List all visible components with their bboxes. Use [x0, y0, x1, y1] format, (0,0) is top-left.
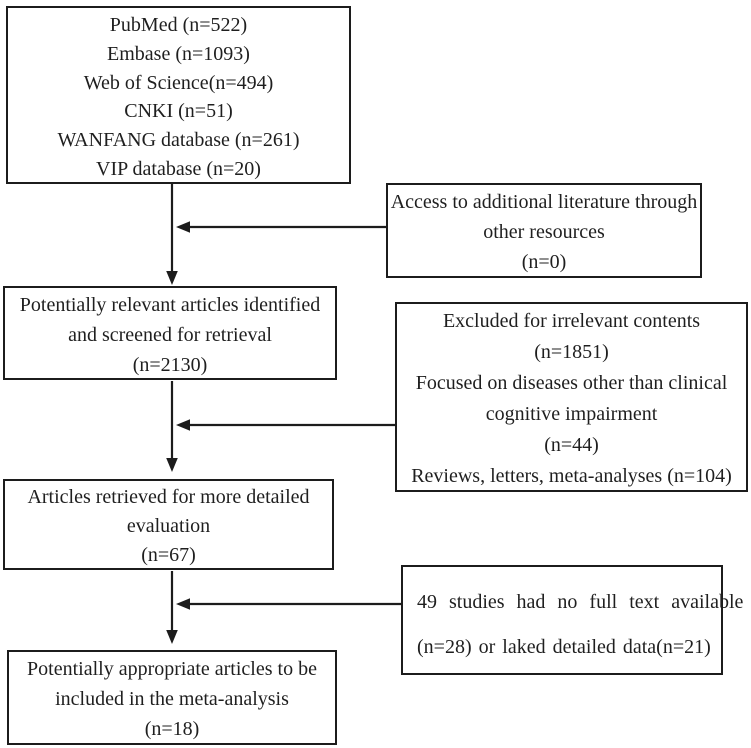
arrow-left-icon — [176, 419, 395, 431]
box-identified-screened: Potentially relevant articles identified… — [3, 286, 337, 380]
box-text-line: Articles retrieved for more detailed — [27, 486, 310, 508]
box-text-line: 49 studies had no full text available — [417, 591, 744, 613]
source-line: CNKI (n=51) — [124, 100, 233, 123]
box-detailed-evaluation: Articles retrieved for more detailed eva… — [3, 479, 334, 570]
box-text-line: (n=28) or laked detailed data(n=21) — [417, 636, 711, 658]
source-line: WANFANG database (n=261) — [57, 129, 300, 152]
box-excluded-reasons: Excluded for irrelevant contents (n=1851… — [395, 302, 748, 492]
box-text-line: (n=67) — [141, 544, 196, 566]
box-text-line: (n=18) — [144, 718, 200, 740]
box-text-line: evaluation — [126, 515, 211, 537]
box-no-fulltext: 49 studies had no full text available (n… — [401, 565, 744, 675]
box-text-line: other resources — [483, 221, 605, 243]
source-line: Web of Science(n=494) — [83, 71, 274, 94]
box-text-line: Reviews, letters, meta-analyses (n=104) — [411, 465, 732, 487]
box-text-line: (n=1851) — [534, 341, 609, 363]
box-text-line: Access to additional literature through — [390, 191, 698, 213]
arrow-down-icon — [166, 381, 178, 472]
box-text-line: (n=0) — [521, 251, 567, 273]
box-additional-literature: Access to additional literature through … — [386, 183, 702, 278]
box-text-line: Potentially appropriate articles to be — [27, 658, 317, 680]
box-text-line: (n=44) — [544, 434, 599, 456]
box-text-line: included in the meta-analysis — [55, 688, 289, 710]
source-line: VIP database (n=20) — [96, 157, 261, 180]
box-database-sources: PubMed (n=522) Embase (n=1093) Web of Sc… — [6, 6, 351, 184]
source-line: PubMed (n=522) — [109, 14, 248, 36]
arrow-down-icon — [166, 571, 178, 644]
box-text-line: Potentially relevant articles identified — [19, 294, 321, 316]
box-text-line: (n=2130) — [132, 354, 208, 376]
box-included-meta-analysis: Potentially appropriate articles to be i… — [7, 650, 337, 745]
arrow-left-icon — [176, 598, 401, 610]
box-text-line: cognitive impairment — [485, 403, 658, 425]
arrow-left-icon — [176, 221, 386, 233]
box-text-line: Excluded for irrelevant contents — [442, 310, 701, 332]
box-text-line: Focused on diseases other than clinical — [415, 372, 728, 394]
arrow-down-icon — [166, 184, 178, 285]
box-text-line: and screened for retrieval — [68, 324, 272, 346]
source-line: Embase (n=1093) — [107, 42, 250, 65]
